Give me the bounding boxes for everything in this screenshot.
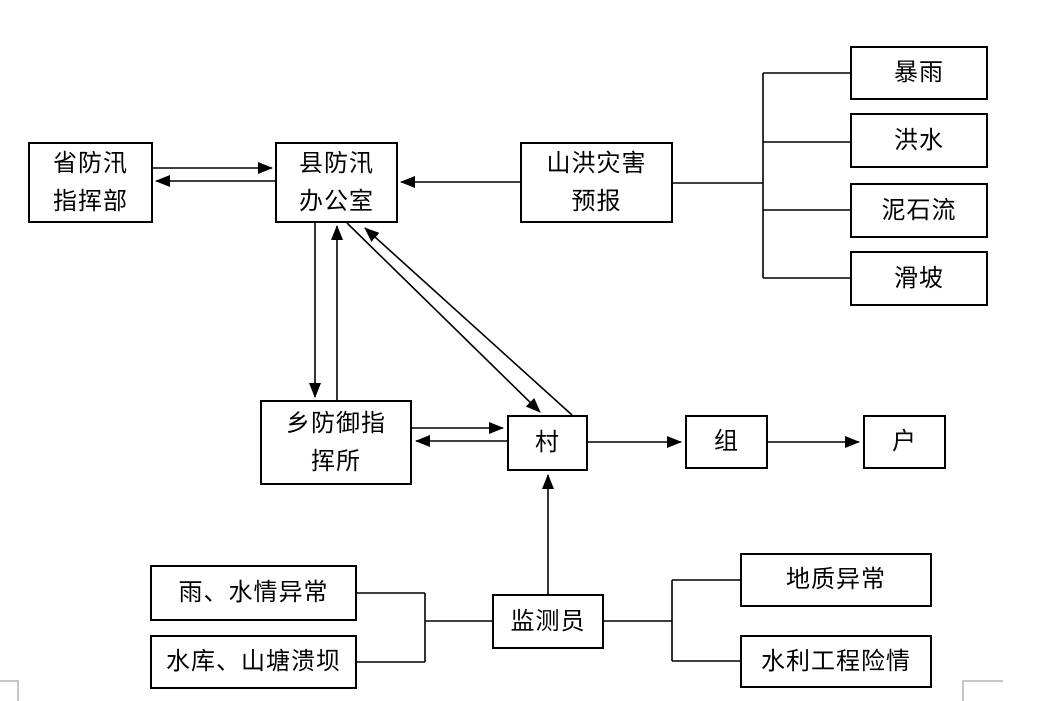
node-group-label: 组 — [714, 429, 739, 455]
page-margin-mark-bottom-left — [0, 680, 19, 701]
node-household: 户 — [863, 415, 946, 469]
node-group: 组 — [685, 415, 768, 469]
node-rainstorm-label: 暴雨 — [894, 60, 944, 86]
node-monitor: 监测员 — [492, 594, 604, 649]
node-debris-flow: 泥石流 — [850, 183, 988, 238]
node-county-flood-office-label: 县防汛 办公室 — [299, 150, 374, 215]
node-flood-disaster-forecast-label: 山洪灾害 预报 — [546, 150, 647, 215]
node-flood-label: 洪水 — [894, 127, 944, 154]
node-township-defense-command-label: 乡防御指 挥所 — [286, 410, 386, 475]
node-household-label: 户 — [892, 429, 917, 455]
edge-village-to-county-arrow — [364, 227, 573, 416]
node-water-project-danger: 水利工程险情 — [740, 635, 932, 688]
node-village: 村 — [507, 415, 588, 471]
node-reservoir-dam-break-label: 水库、山塘溃坝 — [166, 649, 341, 675]
node-county-flood-office: 县防汛 办公室 — [275, 142, 398, 223]
node-township-defense-command: 乡防御指 挥所 — [260, 400, 412, 485]
node-rain-water-anomaly-label: 雨、水情异常 — [178, 580, 329, 606]
node-provincial-flood-hq: 省防汛 指挥部 — [28, 142, 153, 223]
node-landslide: 滑坡 — [850, 251, 988, 306]
node-flood-disaster-forecast: 山洪灾害 预报 — [520, 142, 673, 223]
node-village-label: 村 — [535, 430, 560, 456]
page-margin-mark-bottom-right — [962, 680, 1003, 701]
node-monitor-label: 监测员 — [510, 608, 586, 635]
node-geological-anomaly-label: 地质异常 — [786, 567, 886, 593]
node-water-project-danger-label: 水利工程险情 — [761, 648, 911, 675]
node-rainstorm: 暴雨 — [850, 46, 988, 100]
node-rain-water-anomaly: 雨、水情异常 — [150, 565, 357, 621]
node-flood: 洪水 — [850, 113, 988, 168]
node-debris-flow-label: 泥石流 — [881, 197, 957, 224]
node-provincial-flood-hq-label: 省防汛 指挥部 — [53, 150, 128, 215]
node-reservoir-dam-break: 水库、山塘溃坝 — [150, 635, 357, 689]
edge-county-to-village-arrow — [346, 222, 541, 413]
node-landslide-label: 滑坡 — [894, 265, 944, 292]
node-geological-anomaly: 地质异常 — [740, 553, 932, 607]
